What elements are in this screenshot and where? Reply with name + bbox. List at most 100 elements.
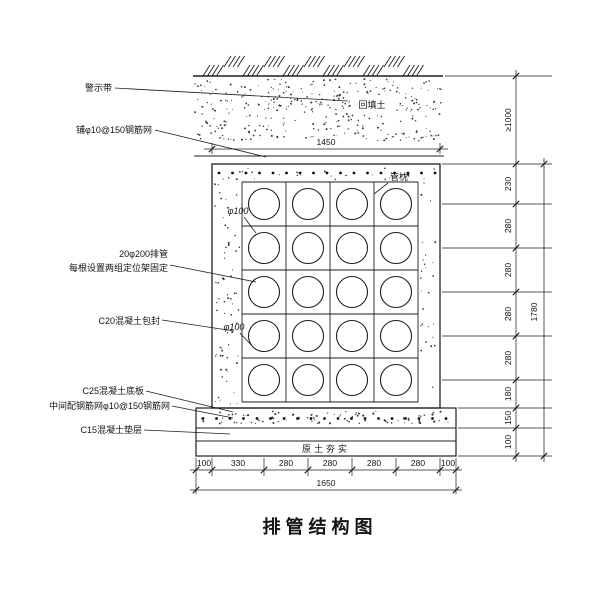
concrete-dot <box>231 413 234 416</box>
dim-tick <box>512 160 520 168</box>
pipe-circle <box>335 363 369 397</box>
rebar-dot <box>393 171 396 175</box>
soil-dot <box>312 123 315 125</box>
concrete-dot <box>356 414 359 417</box>
soil-dot <box>245 138 247 140</box>
soil-dot <box>210 132 212 134</box>
soil-dot <box>254 129 257 132</box>
concrete-dot <box>229 403 231 405</box>
soil-dot <box>411 117 414 120</box>
concrete-dot <box>235 178 238 181</box>
dim-tick <box>208 145 216 153</box>
soil-dot <box>312 127 315 130</box>
dim-label: 100 <box>441 458 455 468</box>
leader-line <box>171 405 234 419</box>
soil-dot <box>399 139 402 141</box>
rebar-dot <box>255 417 259 420</box>
soil-dot <box>347 115 350 118</box>
rebar-dot <box>217 171 221 175</box>
soil-dot <box>396 109 398 111</box>
soil-dot <box>346 92 348 94</box>
soil-dot <box>376 114 378 116</box>
soil-dot <box>206 80 209 83</box>
hatch-stroke <box>282 64 291 77</box>
soil-dot <box>292 91 294 93</box>
leader-lines <box>114 87 389 435</box>
soil-dot <box>300 100 303 102</box>
dim-tick <box>540 160 548 168</box>
soil-dot <box>243 106 246 109</box>
soil-dot <box>411 96 412 97</box>
soil-dot <box>312 136 314 138</box>
pipe-circle <box>335 319 369 353</box>
concrete-dot <box>217 184 219 186</box>
soil-dot <box>305 106 307 108</box>
rebar-dot <box>379 171 383 175</box>
soil-dot <box>294 119 296 122</box>
hatch-stroke <box>232 55 241 68</box>
concrete-dot <box>227 177 230 179</box>
concrete-dot <box>310 413 313 416</box>
rebar-dot <box>431 417 434 420</box>
concrete-dot <box>221 376 224 378</box>
dim-top-width: 1450 <box>317 137 336 147</box>
concrete-dot <box>228 413 230 416</box>
soil-dot <box>415 98 418 101</box>
dim-label: 230 <box>503 177 513 191</box>
rebar-dot <box>271 171 275 175</box>
soil-dot <box>223 138 225 140</box>
hatch-stroke <box>202 64 211 77</box>
soil-dot <box>290 93 292 96</box>
soil-dot <box>369 79 371 81</box>
soil-dot <box>215 125 218 128</box>
concrete-dot <box>364 419 367 422</box>
soil-dot <box>409 110 411 112</box>
label-encasement: C20混凝土包封 <box>98 315 160 326</box>
middle-rebar-mesh-dots <box>201 417 448 420</box>
soil-dot <box>385 137 388 140</box>
concrete-dot <box>390 422 393 424</box>
soil-dot <box>437 134 440 137</box>
concrete-dot <box>438 420 440 422</box>
soil-dot <box>377 126 379 129</box>
concrete-dot <box>221 354 224 357</box>
soil-dot <box>250 138 252 141</box>
dim-bottom-total: 1650 <box>317 478 336 488</box>
soil-dot <box>425 136 427 138</box>
concrete-dot <box>237 355 239 357</box>
concrete-dot <box>311 420 313 422</box>
soil-dot <box>399 120 402 123</box>
concrete-dot <box>372 411 374 413</box>
dim-tick <box>512 332 520 340</box>
soil-dot <box>225 121 227 123</box>
soil-dot <box>242 95 245 97</box>
soil-dot <box>279 83 281 86</box>
soil-dot <box>226 108 228 110</box>
soil-dot <box>380 115 383 118</box>
concrete-dot <box>423 263 426 265</box>
soil-dot <box>232 139 235 141</box>
hatch-stroke <box>312 55 321 68</box>
pipe-circle <box>247 231 281 265</box>
soil-dot <box>392 84 394 87</box>
soil-dot <box>315 100 318 103</box>
soil-dot <box>283 135 285 138</box>
concrete-dot <box>355 412 357 414</box>
soil-dot <box>231 109 233 111</box>
soil-dot <box>357 119 359 122</box>
concrete-dot <box>274 413 277 416</box>
dim-tick <box>540 452 548 460</box>
soil-dot <box>219 124 222 126</box>
concrete-dot <box>222 178 224 180</box>
concrete-dot <box>371 174 373 176</box>
concrete-dot <box>235 250 238 252</box>
soil-dot <box>230 99 233 101</box>
soil-dot <box>361 127 364 130</box>
dim-tick <box>436 145 444 153</box>
hatch-stroke <box>211 64 220 77</box>
rebar-dot <box>352 171 356 175</box>
dim-label: 100 <box>503 435 513 449</box>
concrete-dot <box>420 349 423 352</box>
dim-tick <box>512 72 520 80</box>
soil-dot <box>285 91 287 93</box>
